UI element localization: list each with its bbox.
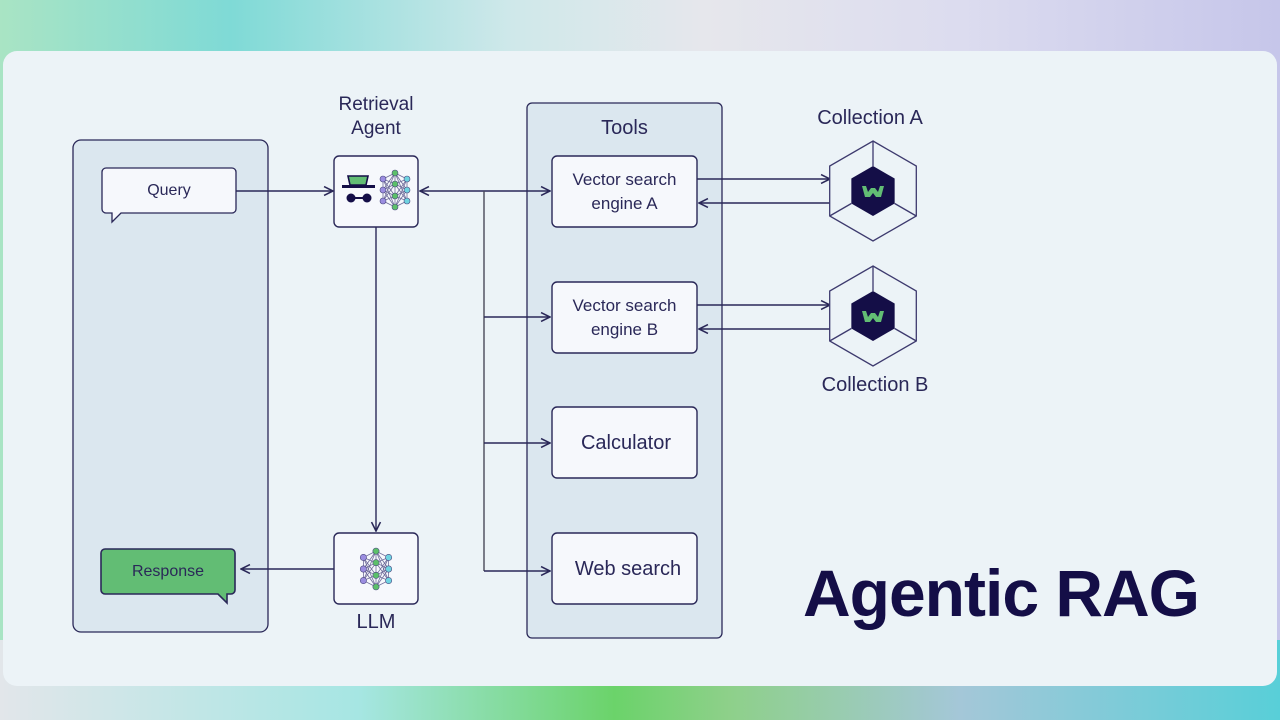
- network-node: [372, 559, 380, 567]
- tool-box-calculator[interactable]: [551, 406, 698, 479]
- network-node: [391, 203, 399, 211]
- query-label: Query: [147, 181, 191, 199]
- spy-hat-glasses-icon: [342, 175, 375, 203]
- weaviate-w-mark: [862, 186, 884, 197]
- weaviate-cube-icon: [829, 140, 917, 242]
- network-node: [391, 192, 399, 200]
- network-node: [391, 169, 399, 177]
- tool-box-vector-search-a[interactable]: [551, 155, 698, 228]
- response-bubble[interactable]: [100, 548, 236, 605]
- weaviate-cube-icon: [829, 265, 917, 367]
- network-node: [379, 186, 387, 194]
- llm-label: LLM: [356, 611, 396, 633]
- network-node: [372, 583, 380, 591]
- tool-box-vector-search-b[interactable]: [551, 281, 698, 354]
- network-node: [372, 571, 380, 579]
- neural-network-icon: [359, 547, 393, 591]
- network-node: [385, 577, 393, 584]
- network-node: [391, 180, 399, 188]
- tool-label-calculator: Calculator: [580, 431, 672, 454]
- network-node: [379, 175, 387, 183]
- tool-box-web-search[interactable]: [551, 532, 698, 605]
- agent-label: Retrieval Agent: [316, 93, 436, 141]
- collection-a-label: Collection A: [817, 107, 923, 129]
- weaviate-w-mark: [862, 311, 884, 322]
- tool-label-vector-search-b: Vector search engine B: [572, 295, 677, 339]
- neural-network-icon: [379, 169, 411, 211]
- network-node: [359, 565, 367, 573]
- response-label: Response: [131, 562, 205, 580]
- network-node: [403, 186, 411, 194]
- network-node: [379, 197, 387, 205]
- query-bubble[interactable]: [101, 167, 237, 224]
- network-node: [385, 553, 393, 561]
- tools-header: Tools: [601, 117, 648, 139]
- tool-label-vector-search-a: Vector search engine A: [572, 169, 677, 213]
- tool-label-web-search: Web search: [574, 557, 682, 580]
- network-node: [403, 175, 411, 183]
- network-node: [403, 197, 411, 205]
- agent-label-line2: Agent: [351, 118, 401, 139]
- network-node: [372, 547, 380, 555]
- network-node: [359, 553, 367, 561]
- agent-label-line1: Retrieval: [338, 94, 414, 115]
- network-node: [385, 565, 393, 573]
- user-panel: [72, 139, 269, 633]
- collection-b-label: Collection B: [821, 374, 929, 396]
- tools-panel: [526, 102, 723, 639]
- page-title: Agentic RAG: [803, 556, 1200, 630]
- network-node: [359, 577, 367, 584]
